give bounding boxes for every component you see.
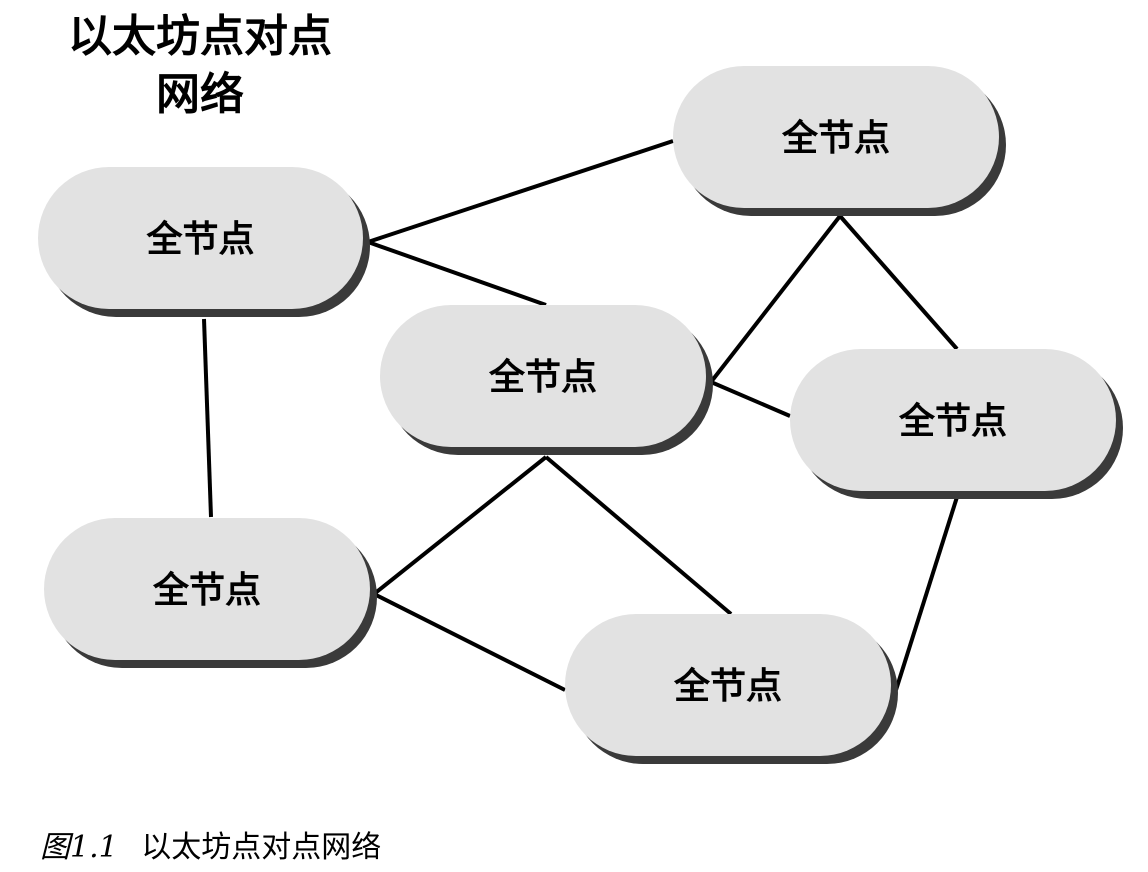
node-label: 全节点: [152, 569, 261, 611]
edge-n1-n3: [367, 240, 547, 307]
full-node-n6: 全节点: [565, 614, 898, 764]
edge-n5-n6: [373, 592, 566, 692]
edge-n3-n4: [710, 380, 791, 418]
node-body: [790, 349, 1116, 491]
diagram-title-line1: 以太坊点对点: [68, 11, 332, 62]
edge-n1-n5: [202, 318, 213, 518]
figure-number: 图1.1: [40, 830, 118, 865]
node-body: [38, 167, 363, 309]
edge-n1-n2: [367, 139, 674, 244]
edge-n2-n3: [709, 214, 842, 384]
node-label: 全节点: [673, 665, 782, 707]
diagram-title-line2: 网络: [156, 69, 244, 120]
node-label: 全节点: [488, 356, 597, 398]
full-node-n2: 全节点: [673, 66, 1006, 216]
full-node-n3: 全节点: [380, 305, 713, 455]
full-node-n1: 全节点: [38, 167, 370, 317]
node-body: [44, 518, 370, 660]
full-node-n4: 全节点: [790, 349, 1123, 499]
full-node-n5: 全节点: [44, 518, 377, 668]
edge-n3-n6: [544, 455, 733, 616]
edge-n4-n6: [894, 496, 959, 691]
node-body: [673, 66, 999, 208]
node-label: 全节点: [145, 218, 254, 260]
diagram-title: 以太坊点对点 网络: [40, 8, 360, 124]
figure-caption-text: 以太坊点对点网络: [141, 830, 382, 865]
node-body: [565, 614, 891, 756]
edges-layer: [202, 139, 959, 692]
node-label: 全节点: [781, 117, 890, 159]
edge-n2-n4: [838, 214, 959, 351]
edge-n3-n5: [372, 455, 548, 596]
node-label: 全节点: [898, 400, 1007, 442]
figure-caption: 图1.1 以太坊点对点网络: [40, 822, 381, 866]
node-body: [380, 305, 706, 447]
